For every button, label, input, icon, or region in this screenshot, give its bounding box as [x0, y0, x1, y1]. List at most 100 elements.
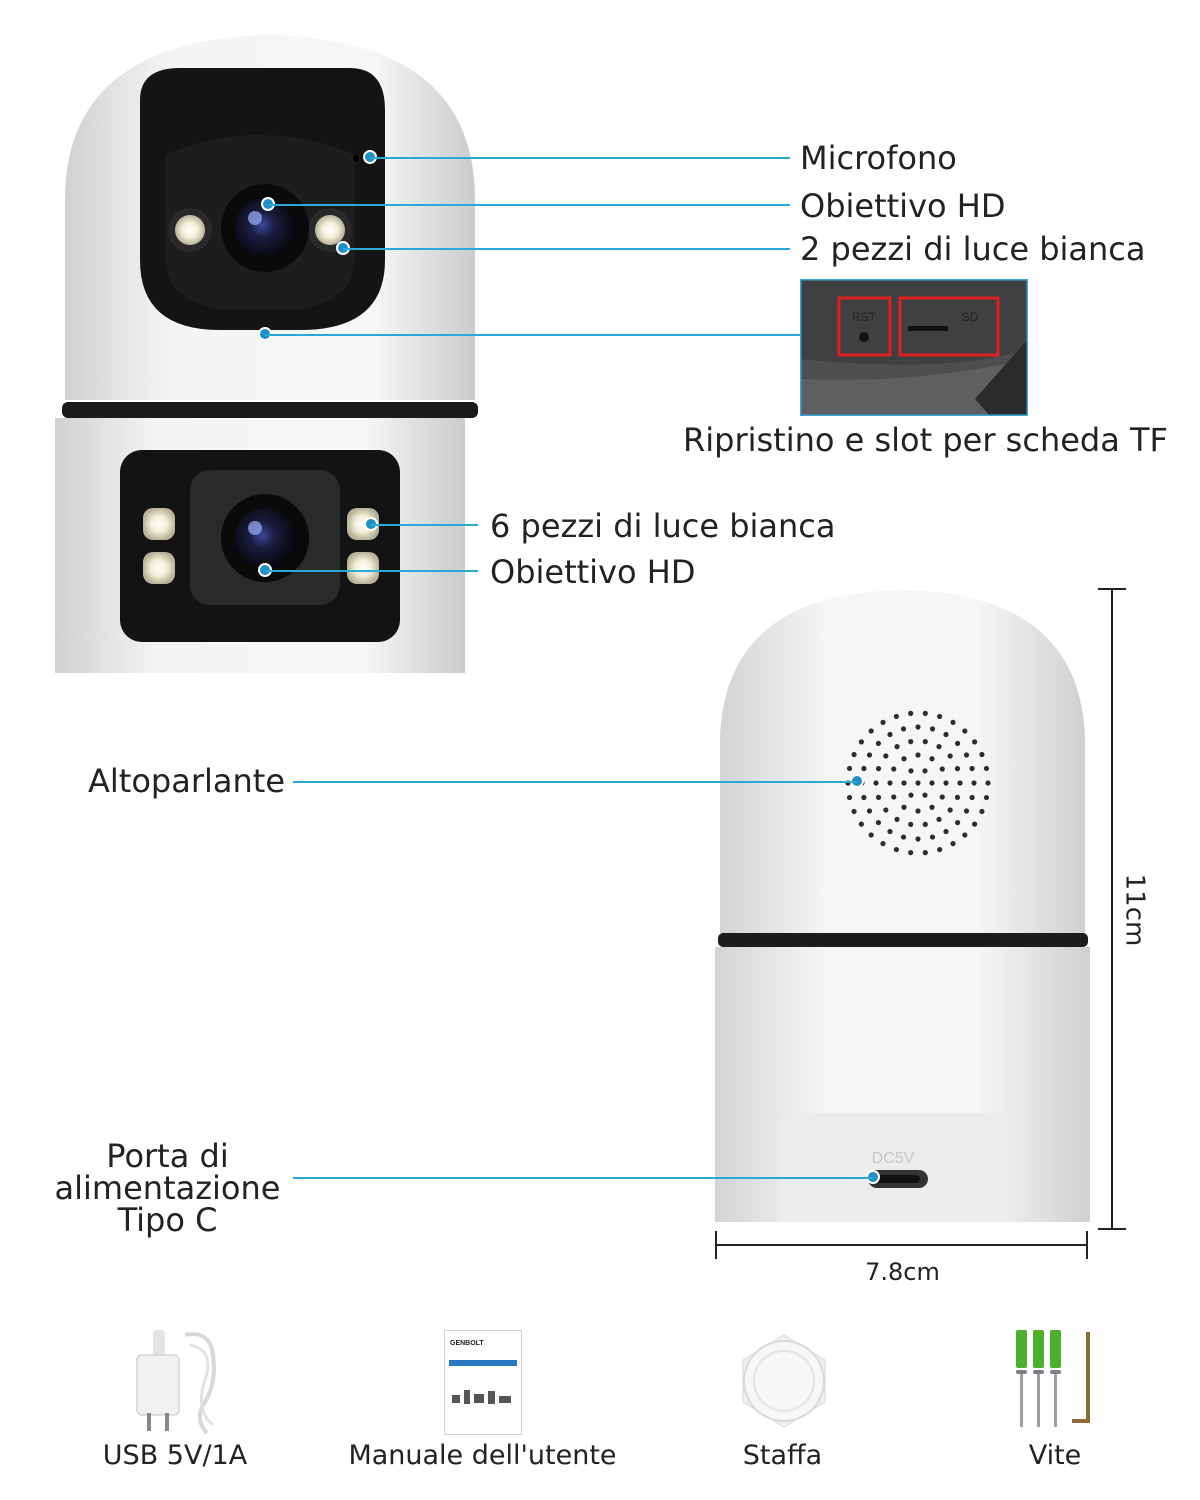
- speaker-grille-hole: [939, 794, 945, 800]
- rst-text: RST: [852, 310, 877, 324]
- speaker-grille-hole: [915, 780, 921, 786]
- speaker-grille-hole: [901, 804, 907, 810]
- speaker-grille-hole: [915, 752, 921, 758]
- speaker-grille-hole: [963, 752, 970, 758]
- speaker-grille-hole: [972, 739, 978, 745]
- accessory-label-bracket: Staffa: [742, 1440, 823, 1471]
- speaker-grille-hole: [962, 832, 968, 838]
- power-port-label-line3: Tipo C: [117, 1201, 218, 1239]
- lens-bottom-callout-line: [265, 570, 478, 572]
- speaker-grille-hole: [861, 765, 867, 772]
- white-light-bottom-label: 6 pezzi di luce bianca: [490, 507, 836, 545]
- speaker-grille-hole: [894, 744, 900, 750]
- speaker-grille-hole: [891, 766, 897, 772]
- speaker-grille-hole: [866, 752, 873, 758]
- speaker-grille-hole: [915, 836, 921, 842]
- speaker-grille-hole: [900, 834, 907, 840]
- speaker-grille-hole: [929, 780, 935, 786]
- speaker-grille-hole: [963, 808, 970, 814]
- lens-top-label: Obiettivo HD: [800, 187, 1006, 225]
- speaker-grille-hole: [979, 808, 985, 815]
- white-light-top-callout-line: [343, 248, 790, 250]
- speaker-grille-hole: [947, 807, 953, 813]
- speaker-grille-hole: [846, 794, 853, 801]
- height-dimension-tick-bottom: [1098, 1228, 1126, 1230]
- speaker-grille-hole: [883, 807, 889, 813]
- speaker-grille-hole: [954, 794, 961, 800]
- accessory-label-screws: Vite: [1028, 1440, 1082, 1471]
- speaker-grille-hole: [887, 780, 893, 786]
- speaker-grille-hole: [908, 710, 914, 716]
- accessory-label-usb: USB 5V/1A: [102, 1440, 248, 1471]
- speaker-grille-hole: [943, 731, 949, 738]
- speaker-grille-hole: [979, 751, 985, 758]
- reset-slot-callout-line: [265, 334, 800, 336]
- width-dimension-label: 7.8cm: [865, 1258, 940, 1286]
- speaker-grille-hole: [922, 792, 928, 798]
- speaker-grille-hole: [937, 846, 943, 853]
- width-dimension-line: [715, 1244, 1088, 1246]
- screws-icon: [1010, 1328, 1100, 1433]
- speaker-grille-hole: [929, 756, 935, 762]
- speaker-grille-hole: [950, 719, 956, 725]
- back-camera-illustration: DC5V: [710, 588, 1095, 1233]
- power-port-label-line2: alimentazione: [54, 1169, 281, 1207]
- height-dimension-label: 11cm: [1119, 873, 1150, 947]
- speaker-callout-line: [293, 781, 857, 783]
- speaker-grille-hole: [922, 739, 928, 745]
- speaker-grille-hole: [972, 821, 978, 827]
- speaker-grille-hole: [922, 821, 928, 827]
- speaker-grille-hole: [891, 794, 897, 800]
- speaker-grille-hole: [875, 819, 882, 826]
- speaker-grille-hole: [887, 828, 893, 835]
- speaker-grille-hole: [875, 740, 882, 747]
- speaker-grille-hole: [875, 766, 882, 772]
- speaker-grille-hole: [851, 751, 857, 758]
- speaker-grille-hole: [887, 731, 893, 738]
- speaker-grille-hole: [954, 766, 961, 772]
- speaker-grille-hole: [893, 846, 899, 853]
- speaker-grille-hole: [937, 713, 943, 720]
- reset-tf-label: Ripristino e slot per scheda TF: [683, 421, 1168, 459]
- speaker-grille-hole: [922, 850, 928, 856]
- white-light-bottom-callout-line: [371, 524, 478, 526]
- speaker-grille-hole: [851, 808, 857, 815]
- power-port-callout-line: [293, 1177, 873, 1179]
- speaker-grille-hole: [858, 739, 864, 745]
- speaker-grille-hole: [943, 780, 949, 786]
- speaker-grille-hole: [858, 821, 864, 827]
- width-dimension-tick-right: [1086, 1231, 1088, 1259]
- speaker-grille-hole: [880, 841, 886, 847]
- speaker-grille-hole: [969, 765, 975, 772]
- power-port-label-line1: Porta di: [106, 1137, 229, 1175]
- speaker-grille-hole: [861, 794, 867, 801]
- height-dimension-tick-top: [1098, 588, 1126, 590]
- power-port-label: Porta di alimentazione Tipo C: [40, 1140, 295, 1236]
- user-manual-icon: GENBOLT: [444, 1330, 522, 1435]
- speaker-grille-hole: [901, 780, 907, 786]
- dc5v-marking: DC5V: [872, 1150, 915, 1167]
- speaker-grille-hole: [893, 713, 899, 720]
- speaker-grille-hole: [908, 768, 914, 774]
- speaker-grille-hole: [954, 740, 961, 747]
- manual-brand-text: GENBOLT: [450, 1340, 484, 1347]
- microphone-callout-line: [370, 157, 790, 159]
- speaker-grille-hole: [908, 739, 914, 745]
- speaker-grille-hole: [883, 753, 889, 759]
- microphone-label: Microfono: [800, 139, 957, 177]
- speaker-grille-hole: [908, 850, 914, 856]
- speaker-grille-hole: [922, 710, 928, 716]
- speaker-grille-hole: [868, 832, 874, 838]
- speaker-grille-hole: [939, 766, 945, 772]
- speaker-grille-hole: [894, 816, 900, 822]
- speaker-grille-hole: [873, 780, 879, 786]
- accessory-label-manual: Manuale dell'utente: [348, 1440, 617, 1471]
- speaker-grille-hole: [936, 744, 942, 750]
- speaker-grille-hole: [929, 726, 936, 732]
- height-dimension-line: [1111, 588, 1113, 1230]
- speaker-grille-hole: [929, 804, 935, 810]
- speaker-grille-hole: [908, 792, 914, 798]
- speaker-grille-hole: [947, 753, 953, 759]
- bracket-icon: [735, 1332, 833, 1430]
- speaker-grille-hole: [866, 808, 873, 814]
